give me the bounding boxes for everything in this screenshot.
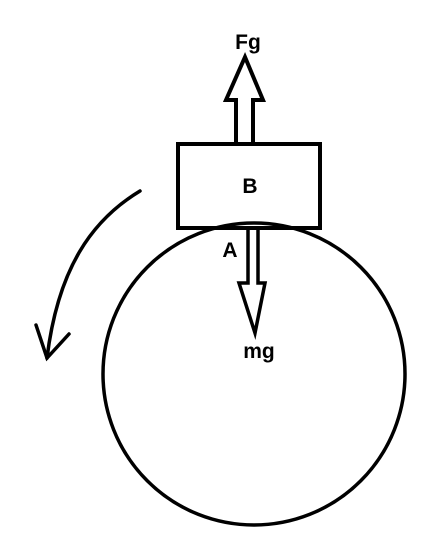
label-fg: Fg (235, 31, 261, 54)
label-mg: mg (243, 340, 275, 363)
rotation-arrow-icon (34, 189, 142, 362)
label-a: A (222, 239, 237, 262)
block-b (176, 142, 322, 230)
label-b: B (242, 175, 257, 198)
sphere-circle (101, 221, 407, 527)
fg-arrow (222, 51, 267, 146)
mg-arrow (236, 226, 268, 340)
